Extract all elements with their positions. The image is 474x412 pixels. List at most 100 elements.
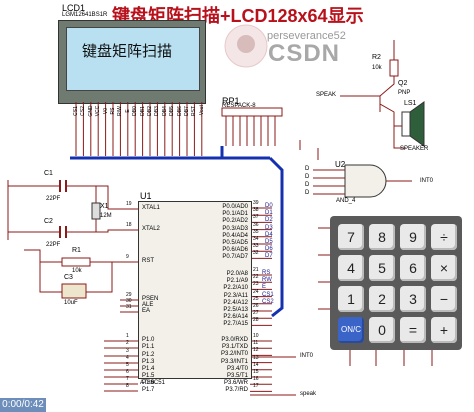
ls1-ref: LS1 xyxy=(404,100,417,107)
mcu-left-pin-name: PSEN xyxy=(142,296,159,302)
mcu-right-pin-name: P2.1/A9 xyxy=(226,278,248,285)
lcd-pin-label: GND xyxy=(87,105,94,117)
mcu-left-pin-num: 8 xyxy=(126,383,129,389)
mcu-right-pin-num: 39 xyxy=(253,200,259,206)
keypad-key[interactable]: + xyxy=(431,317,457,343)
mcu-model: AT89C51 xyxy=(140,380,165,386)
lcd-pin-label: RS xyxy=(110,107,116,115)
gate-type: AND_4 xyxy=(336,198,356,204)
mcu-right-pin-num: 10 xyxy=(253,333,259,339)
gate-input-label: D xyxy=(305,174,310,180)
mcu-right-pin-num: 27 xyxy=(253,310,259,317)
r2-value: 10k xyxy=(372,65,382,71)
mcu-left-pin-num: 3 xyxy=(126,348,129,354)
keypad-key[interactable]: 3 xyxy=(400,286,426,312)
mcu-right-pin-name: P2.2/A10 xyxy=(223,285,248,292)
mcu-left-pin-num: 1 xyxy=(126,333,129,339)
mcu-right-pin-num: 32 xyxy=(253,250,259,257)
keypad-key[interactable]: 6 xyxy=(400,255,426,281)
mcu-right-pin-name: P0.4/AD4 xyxy=(222,232,248,239)
port0-net-label: D7 xyxy=(265,253,273,260)
mcu-left-pin-num: 4 xyxy=(126,355,129,361)
mcu-left-pin-name: P1.5 xyxy=(142,373,155,379)
c3-ref: C3 xyxy=(64,274,73,281)
keypad-key[interactable]: 5 xyxy=(369,255,395,281)
lcd-pin-label: R/W xyxy=(117,106,124,116)
mcu-right-pin-name: P3.3/INT1 xyxy=(220,358,248,365)
keypad-key[interactable]: = xyxy=(400,317,426,343)
mcu-right-pin-num: 21 xyxy=(253,267,259,273)
port0-net-label: D1 xyxy=(265,210,273,217)
keypad-key[interactable]: − xyxy=(431,286,457,312)
lcd-pin-label: CS2 xyxy=(80,106,87,116)
keypad-key[interactable]: ÷ xyxy=(431,224,457,250)
mcu-right-pin-num: 38 xyxy=(253,207,259,214)
mcu-left-pin-num: 5 xyxy=(126,362,129,368)
keypad-key[interactable]: × xyxy=(431,255,457,281)
port2-net-label: RS xyxy=(262,270,271,276)
mcu-right-pin-num: 22 xyxy=(253,274,259,281)
speak-net-label: SPEAK xyxy=(316,92,337,98)
r1-ref: R1 xyxy=(72,247,81,254)
respack-model: RESPACK-8 xyxy=(222,103,256,109)
x1-ref: X1 xyxy=(100,203,109,210)
mcu-left-pin-num: 7 xyxy=(126,376,129,382)
keypad-key[interactable]: ON/C xyxy=(338,317,364,343)
gate-ref: U2 xyxy=(335,160,346,169)
gate-input-label: D xyxy=(305,190,310,196)
mcu-left-pin-num: 9 xyxy=(126,254,129,260)
mcu-left-pin-num: 19 xyxy=(126,201,132,207)
mcu-right-pin-name: P2.5/A13 xyxy=(223,307,248,313)
lcd-pin-label: V0 xyxy=(102,107,109,115)
keypad-key[interactable]: 8 xyxy=(369,224,395,250)
r2-ref: R2 xyxy=(372,54,381,61)
port0-net-label: D6 xyxy=(265,246,273,253)
gate-input-label: D xyxy=(305,166,310,172)
lcd-model: LGM12641BS1R xyxy=(62,12,108,18)
ls1-type: SPEAKER xyxy=(400,146,429,152)
r1-value: 10k xyxy=(72,268,82,274)
keypad-key[interactable]: 9 xyxy=(400,224,426,250)
mcu-left-pin-num: 29 xyxy=(126,292,132,298)
keypad-key[interactable]: 1 xyxy=(338,286,364,312)
int0-net-label: INT0 xyxy=(300,353,314,359)
mcu-right-pin-num: 35 xyxy=(253,228,259,235)
mcu-right-pin-num: 26 xyxy=(253,303,259,309)
mcu-right-pin-name: P0.2/AD2 xyxy=(222,218,248,225)
mcu-right-pin-num: 12 xyxy=(253,347,259,354)
lcd-pin-label: DB3 xyxy=(154,106,161,116)
port2-net-label: CS2 xyxy=(262,298,274,305)
mcu-right-pin-name: P0.0/AD0 xyxy=(222,204,248,210)
gate-output-net: INT0 xyxy=(420,178,434,184)
port0-net-label: D5 xyxy=(265,239,273,245)
mcu-right-pin-name: P3.1/TXD xyxy=(221,344,248,351)
watermark-csdn: CSDN xyxy=(268,40,341,67)
mcu-right-pin-num: 15 xyxy=(253,369,259,375)
port2-net-label: CS1 xyxy=(262,291,274,298)
lcd-pin-label: DB4 xyxy=(161,106,168,116)
mcu-left-pin-name: P1.3 xyxy=(142,359,155,365)
c2-value: 22PF xyxy=(46,242,61,248)
lcd-pin-label: E xyxy=(124,109,131,113)
keypad-key[interactable]: 0 xyxy=(369,317,395,343)
lcd-pin-label: DB2 xyxy=(147,106,153,116)
mcu-left-pin-name: P1.4 xyxy=(142,366,155,372)
lcd-pin-label: DB5 xyxy=(169,106,176,116)
mcu-left-pin-name: P1.1 xyxy=(142,344,155,350)
mcu-right-pin-num: 25 xyxy=(253,295,259,302)
c1-ref: C1 xyxy=(44,170,53,177)
mcu-ref: U1 xyxy=(140,191,152,201)
mcu-left-pin-name: XTAL1 xyxy=(142,205,160,211)
lcd-pin-label: RST xyxy=(191,106,198,116)
mcu-left-pin-name: XTAL2 xyxy=(142,226,160,232)
keypad-key[interactable]: 2 xyxy=(369,286,395,312)
port0-net-label: D4 xyxy=(265,231,273,238)
port2-net-label: RW xyxy=(262,277,272,284)
port2-net-label: E xyxy=(262,284,267,291)
mcu-right-pin-name: P0.6/AD6 xyxy=(222,247,248,254)
port0-net-label: D3 xyxy=(265,224,273,231)
keypad-key[interactable]: 7 xyxy=(338,224,364,250)
keypad-key[interactable]: 4 xyxy=(338,255,364,281)
q2-ref: Q2 xyxy=(398,80,408,87)
